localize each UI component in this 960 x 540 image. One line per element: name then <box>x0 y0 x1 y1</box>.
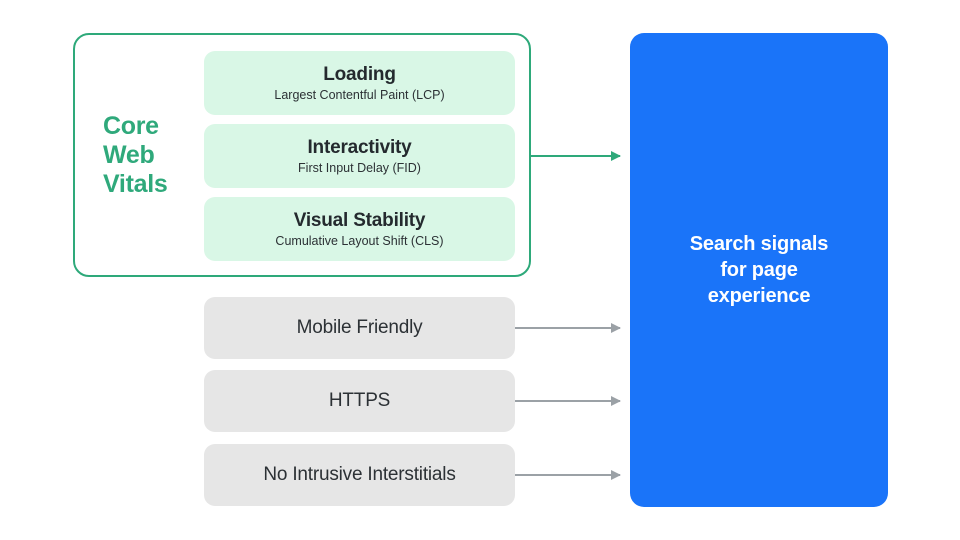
arrow-shaft <box>515 400 620 402</box>
arrow-shaft <box>515 474 620 476</box>
outcome-panel-search-signals: Search signals for page experience <box>630 33 888 507</box>
arrow-no-intrusive-interstitials-to-outcome <box>515 470 621 480</box>
core-web-vitals-label: Core Web Vitals <box>103 112 168 198</box>
arrow-https-to-outcome <box>515 396 621 406</box>
arrow-right-icon <box>611 396 621 406</box>
metric-subtitle: Largest Contentful Paint (LCP) <box>274 88 445 102</box>
arrow-shaft <box>515 327 620 329</box>
outcome-panel-text: Search signals for page experience <box>689 233 829 307</box>
metric-title: Visual Stability <box>293 210 426 231</box>
metric-box-interactivity: Interactivity First Input Delay (FID) <box>204 124 515 188</box>
metric-subtitle: Cumulative Layout Shift (CLS) <box>275 234 444 248</box>
metric-title: Loading <box>323 64 396 85</box>
signal-box-https: HTTPS <box>204 370 515 432</box>
signal-title: HTTPS <box>328 390 391 411</box>
arrow-right-icon <box>611 470 621 480</box>
arrow-core-web-vitals-to-outcome <box>531 151 621 161</box>
arrow-shaft <box>531 155 620 157</box>
metric-title: Interactivity <box>307 137 412 158</box>
arrow-mobile-friendly-to-outcome <box>515 323 621 333</box>
metric-box-loading: Loading Largest Contentful Paint (LCP) <box>204 51 515 115</box>
signal-box-no-intrusive-interstitials: No Intrusive Interstitials <box>204 444 515 506</box>
metric-box-visual-stability: Visual Stability Cumulative Layout Shift… <box>204 197 515 261</box>
arrow-right-icon <box>611 323 621 333</box>
signal-box-mobile-friendly: Mobile Friendly <box>204 297 515 359</box>
signal-title: Mobile Friendly <box>296 317 423 338</box>
metric-subtitle: First Input Delay (FID) <box>298 161 421 175</box>
arrow-right-icon <box>611 151 621 161</box>
signal-title: No Intrusive Interstitials <box>263 464 456 485</box>
